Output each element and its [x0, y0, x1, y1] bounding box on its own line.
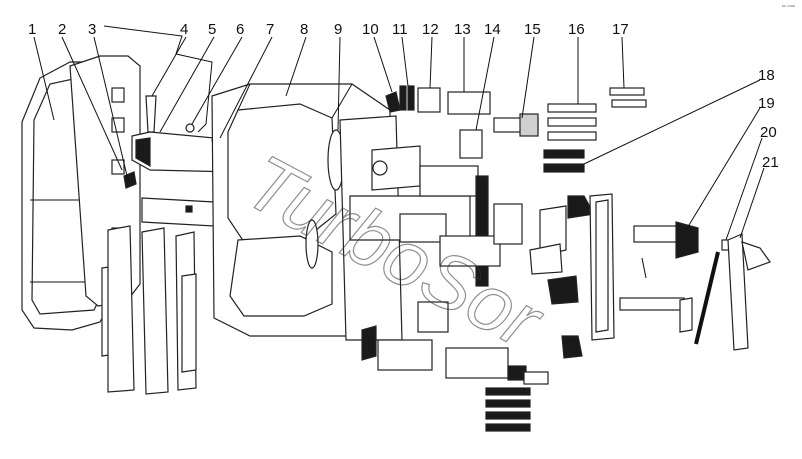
- callout-2: 2: [58, 21, 66, 38]
- callout-7: 7: [266, 21, 274, 38]
- cover-plate: [589, 193, 615, 341]
- callout-13: 13: [454, 21, 471, 38]
- guide-sleeve: [447, 91, 491, 115]
- lower-guide-assembly: [377, 301, 549, 432]
- callout-15: 15: [524, 21, 541, 38]
- seal-ring: [399, 85, 415, 111]
- corner-mark: ᵖᵘ ⁿᵒᵘᵉ: [782, 4, 795, 10]
- callout-17: 17: [612, 21, 629, 38]
- cover-bolts: [543, 103, 597, 173]
- callout-6: 6: [236, 21, 244, 38]
- guide-pin-bolt: [493, 113, 539, 137]
- adjuster-shaft: [619, 221, 699, 333]
- callout-3: 3: [88, 21, 96, 38]
- thrust-pieces: [529, 195, 595, 359]
- short-bolts: [609, 87, 647, 108]
- guide-plate: [131, 131, 237, 173]
- callout-4: 4: [180, 21, 188, 38]
- leader-lines: [33, 36, 765, 241]
- callout-12: 12: [422, 21, 439, 38]
- bushing: [417, 87, 441, 113]
- adjuster-pistons: [399, 165, 523, 287]
- end-cap: [727, 233, 771, 351]
- callout-9: 9: [334, 21, 342, 38]
- small-bolt-head: [185, 123, 195, 133]
- callout-16: 16: [568, 21, 585, 38]
- pad-guide-rails: [101, 225, 197, 395]
- callout-labels: 1 2 3 4 5 6 7 8 9 10 11 12 13 14 15 16 1…: [28, 21, 779, 171]
- callout-19: 19: [758, 95, 775, 112]
- callout-21: 21: [762, 154, 779, 171]
- callout-18: 18: [758, 67, 775, 84]
- callout-20: 20: [760, 124, 777, 141]
- callout-8: 8: [300, 21, 308, 38]
- callout-1: 1: [28, 21, 36, 38]
- dust-boot: [361, 91, 401, 361]
- callout-11: 11: [392, 21, 408, 38]
- small-sleeve: [459, 129, 483, 159]
- callout-10: 10: [362, 21, 379, 38]
- retaining-pin: [145, 95, 157, 133]
- callout-14: 14: [484, 21, 501, 38]
- retaining-wire: [103, 25, 213, 133]
- callout-5: 5: [208, 21, 216, 38]
- abutment-plate: [141, 197, 215, 227]
